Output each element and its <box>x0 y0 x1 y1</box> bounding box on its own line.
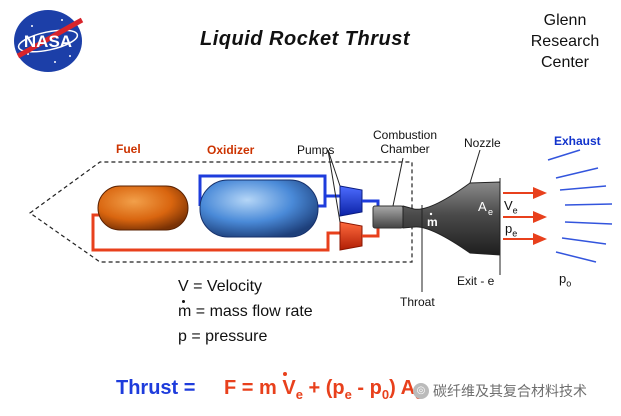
fuel-tank <box>97 185 189 231</box>
pe-label: pe <box>505 221 517 239</box>
fuel-line <box>91 213 342 252</box>
center-line-3: Center <box>540 54 590 71</box>
page-title: Liquid Rocket Thrust <box>200 28 410 50</box>
nozzle-mdot-dot <box>429 212 433 216</box>
throat-label: Throat <box>400 295 435 309</box>
eq-rhs-tail-sub: e <box>344 387 352 402</box>
nasa-logo-text: NASA <box>24 32 72 51</box>
watermark-text: 碳纤维及其复合材料技术 <box>433 383 587 399</box>
eq-rhs-sub: e <box>295 387 303 402</box>
eq-rhs-tail: + (p <box>308 377 345 399</box>
oxidizer-label: Oxidizer <box>207 143 255 157</box>
wechat-icon: ◎ <box>413 383 429 399</box>
oxidizer-pump-icon <box>339 185 363 217</box>
exhaust-arrowhead-1 <box>533 187 547 199</box>
equation-lhs: Thrust = <box>116 377 196 399</box>
legend-mass-flow: m = mass flow rate <box>178 303 313 320</box>
oxidizer-tank <box>199 179 319 238</box>
combustion-label-line-2: Chamber <box>380 142 430 156</box>
area-sub-label: e <box>488 207 493 217</box>
nozzle-mdot-label: m <box>427 215 438 229</box>
nozzle-label: Nozzle <box>464 136 501 150</box>
combustion-chamber-label: Combustion Chamber <box>368 128 442 156</box>
fuel-outlet <box>362 226 380 238</box>
ve-symbol: V <box>504 198 513 213</box>
fuel-label: Fuel <box>116 142 141 156</box>
ve-label: Ve <box>504 198 518 216</box>
eq-rhs-tail2-sub: 0 <box>381 387 390 402</box>
equation-rhs: F = m Ve + (pe - p0) Ae <box>224 377 422 402</box>
exhaust-label: Exhaust <box>554 134 601 148</box>
exhaust-arrowhead-2 <box>533 211 547 223</box>
p0-symbol: p <box>559 271 567 286</box>
pumps-pointer <box>327 149 341 187</box>
oxidizer-return <box>318 196 327 208</box>
eq-mdot-dot <box>283 372 287 376</box>
watermark: ◎ 碳纤维及其复合材料技术 <box>413 381 587 401</box>
legend-pressure: p = pressure <box>178 328 268 345</box>
chamber-pointer <box>392 157 404 207</box>
glenn-research-center: Glenn Research Center <box>510 10 620 73</box>
exhaust-arrowhead-3 <box>533 233 547 245</box>
oxidizer-line <box>198 174 345 206</box>
exit-label: Exit - e <box>457 274 495 288</box>
pe-sub: e <box>512 228 518 239</box>
exhaust-streaks <box>547 149 613 263</box>
center-line-1: Glenn <box>543 12 587 29</box>
area-label: A <box>478 199 487 214</box>
legend-mdot-dot <box>182 300 185 303</box>
combustion-label-line-1: Combustion <box>372 128 438 142</box>
nozzle-pointer <box>469 149 481 184</box>
pe-symbol: p <box>505 221 513 236</box>
fuel-pump-icon <box>339 221 363 251</box>
nozzle <box>402 181 501 256</box>
p0-label: po <box>559 271 571 289</box>
legend-velocity: V = Velocity <box>178 278 263 295</box>
center-line-2: Research <box>530 33 600 50</box>
pumps-label: Pumps <box>297 143 335 157</box>
p0-sub: o <box>566 278 572 289</box>
eq-rhs-main: F = m V <box>224 377 296 399</box>
eq-rhs-tail2: - p <box>357 377 382 399</box>
pumps-pointer-2 <box>327 149 341 223</box>
ve-sub: e <box>512 205 518 216</box>
eq-rhs-tail3: ) A <box>389 377 416 399</box>
nasa-logo: NASA <box>14 10 84 72</box>
combustion-chamber <box>372 205 404 229</box>
